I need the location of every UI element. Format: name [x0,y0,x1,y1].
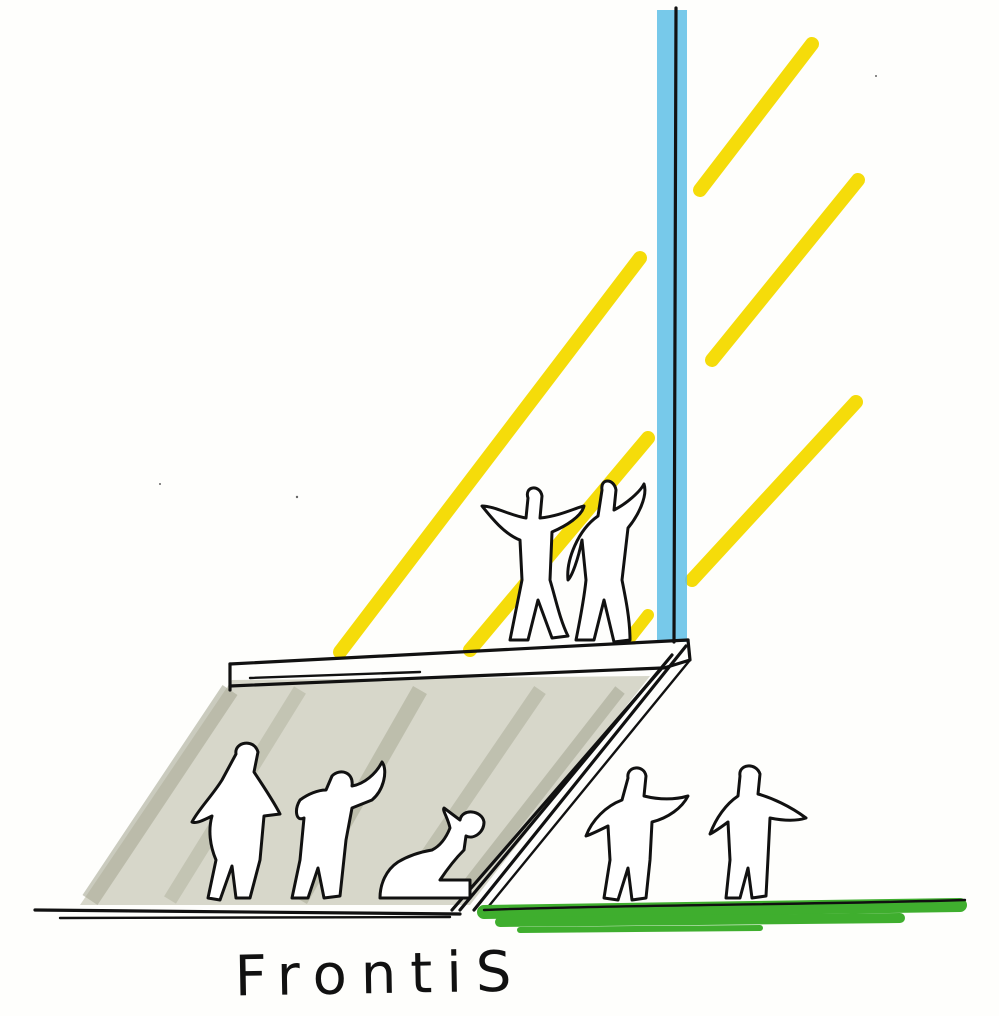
caption-title: FrontiS [0,935,761,1013]
person-roof-right [568,481,645,642]
ground [35,910,460,918]
person-grass-left [586,768,688,900]
grass [484,900,965,930]
water-pole [657,8,687,642]
person-grass-right [710,766,806,898]
